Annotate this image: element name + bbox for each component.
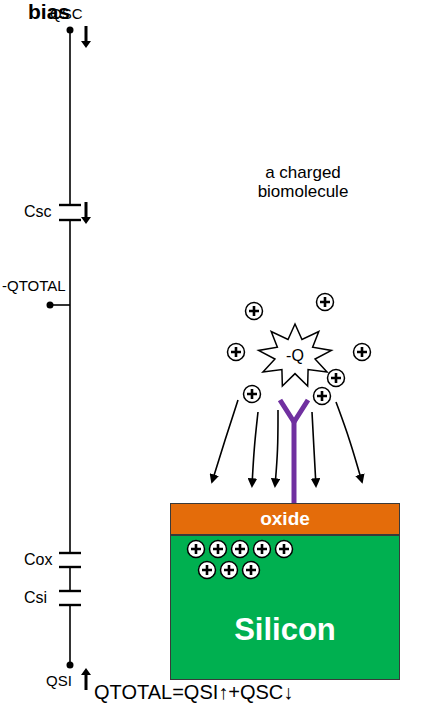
positive-charge [328,370,345,387]
positive-charge [246,303,263,320]
field-arrow [252,412,258,486]
terminal-dot [67,662,74,669]
field-arrow [336,402,362,482]
capacitor-plate [59,604,81,606]
positive-charge [243,562,260,579]
positive-charge [276,541,293,558]
charge-arrow [81,202,91,224]
wire [69,567,71,591]
charge-label: QSI [46,673,72,690]
capacitor-label: Cox [24,551,52,569]
charge-arrow [81,26,91,48]
biomolecule-star: -Q [258,324,332,388]
terminal-dot [67,27,74,34]
node-text: Silicon [234,612,336,648]
capacitor-plate [59,204,81,206]
node-text: oxide [260,508,310,530]
positive-charge [254,541,271,558]
capacitor-plate [59,219,81,221]
equation-text: QTOTAL=QSI↑+QSC↓ [94,681,293,703]
capacitor-label: Csc [24,203,52,221]
silicon-body: Silicon [170,535,400,680]
capacitor-plate [59,566,81,568]
wire [69,605,71,665]
capacitor-plate [59,590,81,592]
positive-charge [199,562,216,579]
wire [69,30,71,205]
charge-label: -QTOTAL [2,278,66,295]
oxide-layer: oxide [170,503,400,535]
capacitor-label: Csi [24,589,47,607]
field-arrow [275,410,278,486]
positive-charge [221,562,238,579]
positive-charge [244,386,261,403]
positive-charge [210,541,227,558]
charge-label: QSC [50,6,83,23]
capacitor-plate [59,552,81,554]
positive-charge [188,541,205,558]
field-arrow [212,400,238,482]
node-text: -Q [286,347,304,365]
positive-charge [228,344,245,361]
positive-charge [314,388,331,405]
molecule-label: a charged biomolecule [238,164,368,201]
tap-wire [50,304,70,306]
wire [69,220,71,553]
antibody [280,400,308,422]
antibody [292,420,297,503]
charge-arrow [81,668,91,690]
positive-charge [354,344,371,361]
positive-charge [232,541,249,558]
positive-charge [317,294,334,311]
field-arrow [312,412,316,486]
